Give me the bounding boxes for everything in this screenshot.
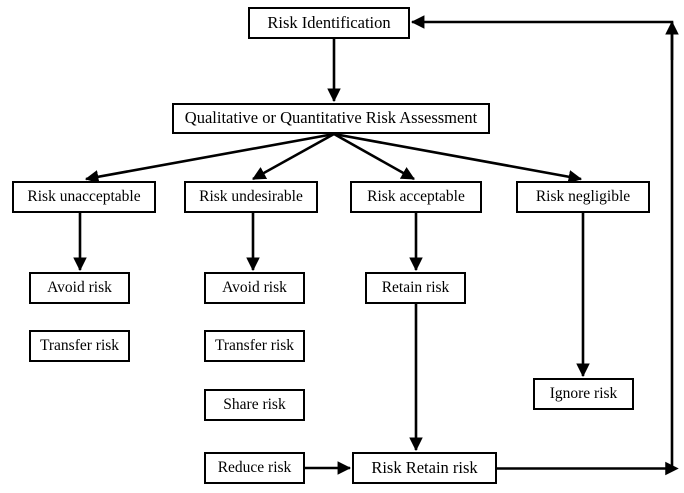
node-avoid-risk-undesirable-label: Avoid risk: [222, 279, 287, 297]
node-transfer-risk-unacceptable-label: Transfer risk: [39, 337, 120, 355]
node-risk-negligible[interactable]: Risk negligible: [516, 181, 650, 213]
edge-assessment-to-unacceptable: [84, 132, 335, 184]
node-reduce-risk[interactable]: Reduce risk: [204, 452, 305, 484]
node-risk-unacceptable[interactable]: Risk unacceptable: [12, 181, 156, 213]
node-reduce-risk-label: Reduce risk: [217, 459, 292, 477]
node-risk-negligible-label: Risk negligible: [535, 188, 631, 206]
node-risk-assessment[interactable]: Qualitative or Quantitative Risk Assessm…: [172, 103, 490, 134]
node-risk-unacceptable-label: Risk unacceptable: [27, 188, 141, 206]
edge-assessment-to-undesirable: [252, 132, 335, 181]
node-transfer-risk-undesirable[interactable]: Transfer risk: [204, 330, 305, 362]
node-transfer-risk-unacceptable[interactable]: Transfer risk: [29, 330, 130, 362]
node-avoid-risk-unacceptable-label: Avoid risk: [47, 279, 112, 297]
node-ignore-risk-label: Ignore risk: [549, 385, 618, 403]
node-avoid-risk-unacceptable[interactable]: Avoid risk: [29, 272, 130, 304]
node-risk-acceptable[interactable]: Risk acceptable: [350, 181, 482, 213]
edge-assessment-to-negligible: [333, 132, 583, 184]
node-risk-retain-risk-label: Risk Retain risk: [371, 457, 478, 477]
node-share-risk[interactable]: Share risk: [204, 389, 305, 421]
node-risk-undesirable-label: Risk undesirable: [199, 188, 303, 206]
node-risk-identification[interactable]: Risk Identification: [248, 7, 410, 39]
node-risk-retain-risk[interactable]: Risk Retain risk: [352, 452, 497, 484]
edge-assessment-to-acceptable: [333, 132, 415, 181]
node-avoid-risk-undesirable[interactable]: Avoid risk: [204, 272, 305, 304]
node-risk-identification-label: Risk Identification: [267, 12, 391, 32]
node-risk-assessment-label: Qualitative or Quantitative Risk Assessm…: [184, 108, 478, 128]
node-share-risk-label: Share risk: [223, 396, 286, 414]
node-risk-undesirable[interactable]: Risk undesirable: [184, 181, 318, 213]
node-transfer-risk-undesirable-label: Transfer risk: [214, 337, 295, 355]
node-risk-acceptable-label: Risk acceptable: [367, 188, 465, 206]
node-retain-risk[interactable]: Retain risk: [365, 272, 466, 304]
node-ignore-risk[interactable]: Ignore risk: [533, 378, 634, 410]
node-retain-risk-label: Retain risk: [381, 279, 450, 297]
